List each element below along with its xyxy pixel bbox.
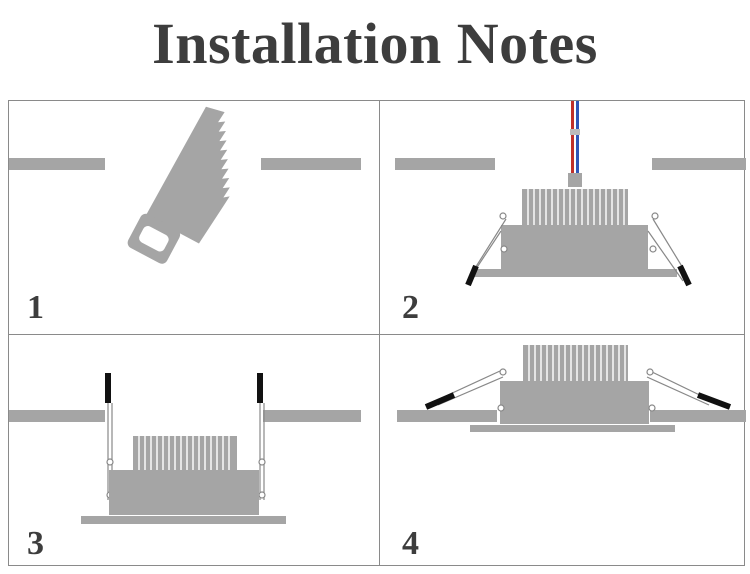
ceiling-right	[263, 410, 361, 422]
grid-divider-horizontal	[9, 334, 744, 335]
step-2-illustration	[395, 101, 746, 287]
spring-tab-left	[465, 264, 479, 287]
step-4-illustration	[397, 345, 746, 432]
step-1-illustration	[9, 106, 361, 264]
ceiling-right	[652, 158, 746, 170]
grid-divider-vertical	[379, 101, 380, 565]
step-number-4: 4	[402, 525, 419, 562]
power-wires	[568, 101, 582, 187]
ceiling-right	[261, 158, 361, 170]
installation-steps-grid: 1	[8, 100, 746, 567]
ceiling-left	[397, 410, 497, 422]
step-number-3: 3	[27, 525, 44, 562]
step-number-2: 2	[402, 289, 419, 326]
spring-tab-left	[424, 392, 456, 410]
step-panel-3: 3	[9, 335, 379, 567]
step-3-illustration	[9, 373, 361, 524]
ceiling-right	[650, 410, 746, 422]
trim-ring	[472, 269, 677, 277]
spring-tab-right	[257, 373, 263, 403]
spring-tab-left	[105, 373, 111, 403]
heatsink-fins	[133, 436, 237, 470]
saw-icon	[127, 106, 230, 264]
light-body	[500, 381, 649, 424]
heatsink-fins	[523, 345, 628, 381]
page-title: Installation Notes	[152, 11, 598, 76]
ceiling-left	[9, 410, 105, 422]
trim-ring	[81, 516, 286, 524]
ceiling-left	[395, 158, 495, 170]
step-panel-4: 4	[380, 335, 746, 567]
heatsink-fins	[522, 189, 628, 225]
ceiling-left	[9, 158, 105, 170]
spring-clips	[434, 368, 713, 412]
light-body	[501, 225, 648, 269]
step-panel-1: 1	[9, 101, 379, 334]
step-number-1: 1	[27, 289, 44, 326]
spring-tab-right	[677, 264, 692, 287]
light-body	[109, 470, 259, 515]
spring-tab-right	[696, 392, 732, 410]
trim-ring	[470, 425, 675, 432]
step-panel-2: 2	[380, 101, 746, 334]
